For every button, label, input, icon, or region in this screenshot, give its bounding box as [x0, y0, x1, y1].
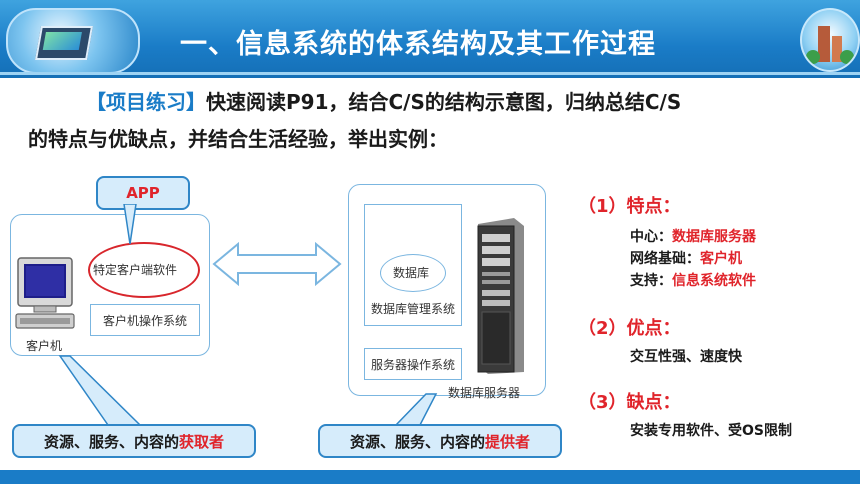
network-label: 网络基础： — [630, 251, 700, 267]
center-label: 中心： — [630, 229, 672, 245]
client-os-box: 客户机操作系统 — [90, 304, 200, 336]
database-ellipse — [380, 254, 446, 292]
app-label: APP — [126, 184, 160, 202]
campus-building-logo — [800, 8, 860, 72]
client-os-label: 客户机操作系统 — [102, 313, 187, 328]
title-banner: 一、信息系统的体系结构及其工作过程 — [0, 0, 860, 78]
laptop-icon — [35, 26, 93, 60]
pros-text: 交互性强、速度快 — [630, 349, 742, 365]
server-os-label: 服务器操作系统 — [370, 357, 455, 372]
laptop-globe-logo — [6, 8, 140, 74]
network-value: 客户机 — [700, 251, 742, 267]
client-computer-icon — [15, 257, 75, 329]
network-line: 网络基础：客户机 — [630, 248, 742, 268]
server-role-callout: 资源、服务、内容的提供者 — [318, 424, 562, 458]
prompt-line-1: 快速阅读P91，结合C/S的结构示意图，归纳总结C/S — [206, 90, 682, 114]
features-heading: （1）特点： — [578, 196, 681, 217]
database-label: 数据库 — [393, 266, 430, 280]
server-tower-icon — [477, 218, 524, 374]
server-callout-prefix: 资源、服务、内容的 — [349, 432, 485, 451]
app-callout-pointer — [123, 204, 137, 244]
client-software-ellipse — [88, 242, 200, 298]
support-value: 信息系统软件 — [672, 273, 756, 289]
support-line: 支持：信息系统软件 — [630, 270, 756, 290]
client-role-callout: 资源、服务、内容的获取者 — [12, 424, 256, 458]
bidirectional-arrow — [212, 242, 342, 286]
prompt-line-2: 的特点与优缺点，并结合生活经验，举出实例： — [28, 127, 448, 151]
dbms-label: 数据库管理系统 — [370, 302, 455, 316]
exercise-tag: 【项目练习】 — [86, 90, 206, 114]
header-divider — [0, 72, 860, 75]
client-label: 客户机 — [26, 339, 63, 353]
support-label: 支持： — [630, 273, 672, 289]
cons-text: 安装专用软件、受OS限制 — [630, 423, 792, 439]
cons-heading: （3）缺点： — [578, 392, 681, 413]
app-callout: APP — [96, 176, 190, 210]
client-callout-role: 获取者 — [179, 432, 225, 451]
page-title: 一、信息系统的体系结构及其工作过程 — [180, 29, 656, 60]
pros-heading: （2）优点： — [578, 318, 681, 339]
center-line: 中心：数据库服务器 — [630, 226, 756, 246]
center-value: 数据库服务器 — [672, 229, 756, 245]
exercise-prompt: 【项目练习】快速阅读P91，结合C/S的结构示意图，归纳总结C/S 的特点与优缺… — [28, 84, 848, 158]
client-software-label: 特定客户端软件 — [93, 263, 178, 277]
server-label: 数据库服务器 — [448, 386, 521, 400]
cs-architecture-diagram: 客户机 特定客户端软件 客户机操作系统 APP 数据库管理系统 数据库 服务器操… — [0, 170, 562, 470]
server-os-box: 服务器操作系统 — [364, 348, 462, 380]
footer-bar — [0, 470, 860, 484]
client-callout-prefix: 资源、服务、内容的 — [43, 432, 179, 451]
server-callout-role: 提供者 — [485, 432, 531, 451]
